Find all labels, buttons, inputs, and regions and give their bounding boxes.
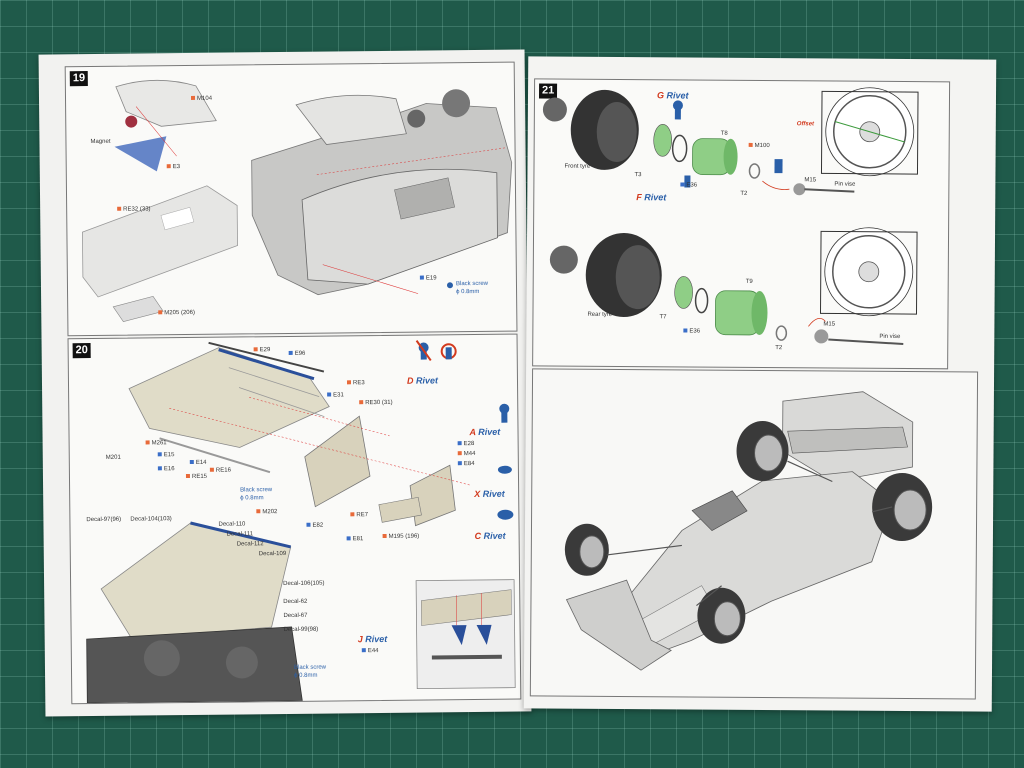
step-19-panel: 19 M104 Magnet E3 RE32 (33) M205 (206 (64, 61, 518, 337)
d-rivet-callout: D Rivet (406, 375, 439, 386)
c-rivet-callout: C Rivet (474, 530, 506, 542)
part-re7-label: RE7 (350, 512, 368, 519)
part-m261-label: M261 (146, 440, 167, 447)
part-t2b-label: T2 (775, 345, 783, 352)
part-m195-label: M195 (196) (383, 534, 420, 541)
part-m202-label: M202 (256, 509, 277, 516)
part-t7-label: T7 (659, 314, 667, 321)
step20-lower-screw-size: ϕ 0.8mm (294, 672, 318, 679)
step-20-panel: 20 (67, 333, 522, 705)
part-m104-label: M104 (191, 96, 212, 103)
pin-vise-a-label: Pin vise (834, 181, 856, 188)
step-21-illustration (542, 87, 919, 345)
part-re15-label: RE15 (186, 474, 207, 481)
a-rivet-callout: A Rivet (469, 426, 501, 438)
decal-99-label: Decal-99(98) (283, 626, 319, 634)
part-m100-label: M100 (749, 143, 770, 150)
completed-car-panel (529, 368, 979, 700)
part-m201-label: M201 (105, 454, 121, 461)
decal-106-label: Decal-106(105) (283, 580, 325, 588)
decal-110-label: Decal-110 (218, 521, 246, 528)
step-21-panel: 21 (532, 78, 951, 370)
x-rivet-callout: X Rivet (474, 488, 505, 500)
decal-97-label: Decal-97(96) (86, 516, 122, 524)
part-e44-label: E44 (362, 648, 379, 655)
part-re32-label: RE32 (33) (117, 206, 150, 213)
part-re30-label: RE30 (31) (359, 400, 392, 407)
part-t9-label: T9 (745, 278, 753, 285)
decal-67-label: Decal-67 (283, 612, 308, 620)
part-e36a-label: E36 (680, 182, 697, 189)
g-rivet-callout: G Rivet (656, 90, 689, 101)
rear-tyre-label: Rear tyre (587, 311, 613, 318)
part-e82-label: E82 (306, 523, 323, 530)
f-rivet-callout: F Rivet (636, 192, 667, 203)
decal-112-label: Decal-112 (236, 541, 264, 548)
screw-size-label: ϕ 0.8mm (456, 288, 480, 296)
part-e19-label: E19 (420, 275, 437, 282)
step20-black-screw-label: Black screw (240, 487, 273, 494)
magnet-label: Magnet (90, 138, 111, 146)
part-e14-label: E14 (190, 460, 207, 467)
part-m205-label: M205 (206) (158, 310, 195, 317)
part-e31-label: E31 (327, 392, 344, 399)
part-e28-label: E28 (458, 441, 475, 448)
pin-vise-b-label: Pin vise (879, 333, 901, 340)
decal-62-label: Decal-62 (283, 598, 308, 606)
part-e16-label: E16 (158, 466, 175, 473)
right-instruction-sheet: 21 (523, 56, 997, 712)
decal-104-label: Decal-104(103) (130, 516, 172, 523)
part-e3-label: E3 (167, 164, 180, 171)
part-re16-label: RE16 (210, 468, 231, 475)
j-rivet-callout: J Rivet (357, 633, 388, 645)
part-e96-label: E96 (289, 351, 306, 358)
part-t8-label: T8 (720, 130, 728, 137)
part-e29-label: E29 (254, 347, 271, 354)
step20-screw-size-label: ϕ 0.8mm (240, 495, 264, 502)
part-e81-label: E81 (347, 536, 364, 543)
step-19-illustration (82, 79, 513, 323)
part-e15-label: E15 (158, 452, 175, 459)
decal-111-label: Decal-111 (226, 531, 254, 538)
completed-car-illustration (564, 391, 933, 671)
step20-lower-screw-label: Black screw (293, 664, 327, 671)
step-20-illustration (86, 340, 516, 704)
part-m44-label: M44 (458, 451, 476, 458)
part-e36b-label: E36 (683, 328, 700, 335)
black-screw-label: Black screw (455, 280, 489, 288)
part-t2a-label: T2 (740, 190, 748, 197)
part-t3-label: T3 (634, 172, 642, 179)
part-m15b-label: M15 (823, 321, 836, 328)
part-re3-label: RE3 (347, 380, 365, 387)
part-m15a-label: M15 (804, 177, 817, 184)
part-e84-label: E84 (458, 461, 475, 468)
front-tyre-label: Front tyre (564, 163, 591, 170)
offset-label: Offset (796, 121, 815, 128)
decal-109-label: Decal-109 (258, 550, 287, 558)
left-instruction-sheet: 19 M104 Magnet E3 RE32 (33) M205 (206 (38, 49, 532, 717)
